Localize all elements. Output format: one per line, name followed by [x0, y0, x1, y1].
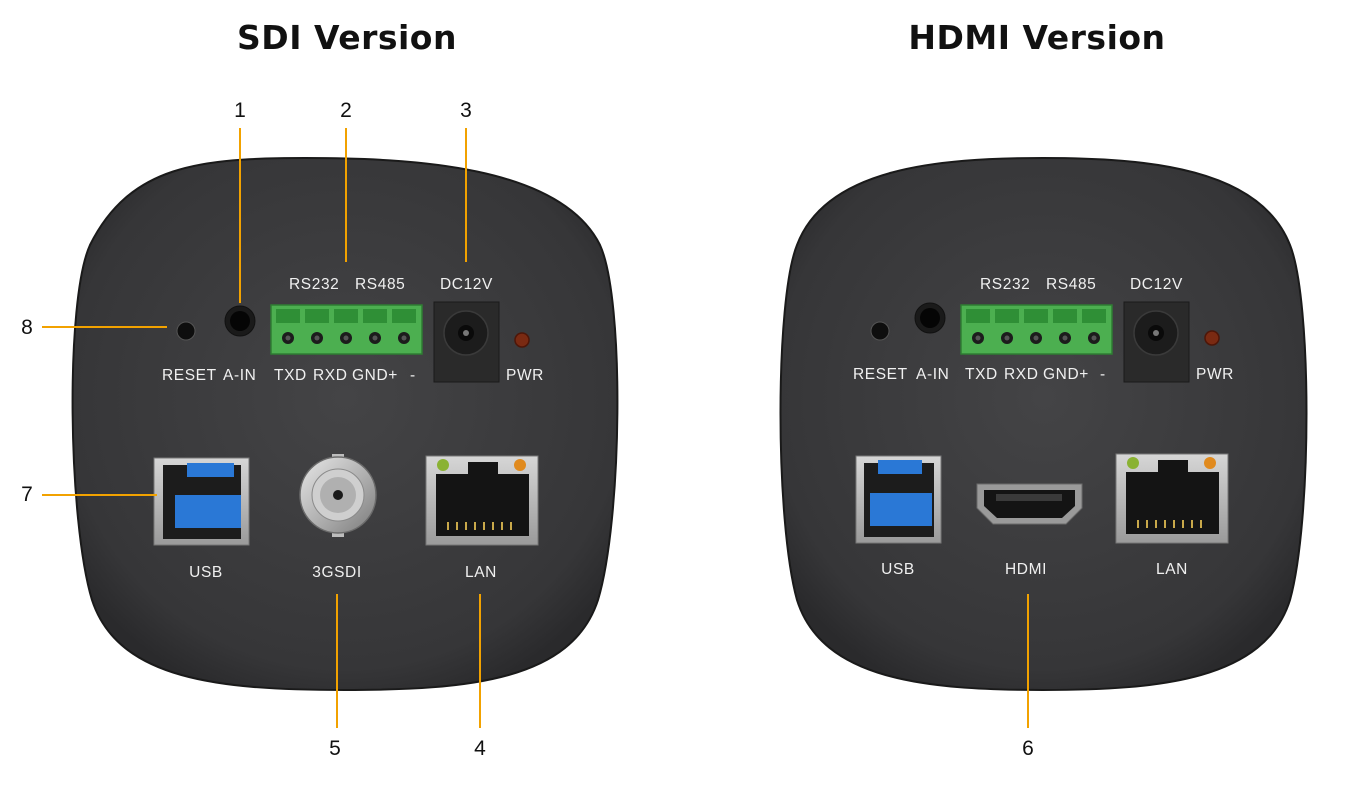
hdmi-reset-button[interactable]: [870, 321, 890, 341]
callout-number-1: 1: [234, 99, 246, 122]
hdmi-label-txd: TXD: [965, 366, 998, 383]
sdi-label-gnd: GND+: [352, 367, 398, 384]
hdmi-power-led: [1204, 330, 1220, 346]
callout-number-5: 5: [329, 737, 341, 760]
hdmi-label-lan: LAN: [1156, 561, 1188, 578]
hdmi-label-minus: -: [1100, 366, 1106, 383]
hdmi-label-dc12v: DC12V: [1130, 276, 1183, 293]
sdi-lan-port[interactable]: [425, 455, 539, 546]
sdi-camera-body: [71, 156, 619, 692]
sdi-reset-button[interactable]: [176, 321, 196, 341]
hdmi-label-ain: A-IN: [916, 366, 950, 383]
sdi-serial-terminal-block[interactable]: [270, 304, 423, 355]
callout-number-2: 2: [340, 99, 352, 122]
sdi-label-rxd: RXD: [313, 367, 348, 384]
callout-number-4: 4: [474, 737, 486, 760]
sdi-audio-in-jack[interactable]: [224, 305, 256, 337]
hdmi-label-usb: USB: [881, 561, 915, 578]
sdi-dc12v-power-jack[interactable]: [433, 301, 500, 383]
sdi-label-usb: USB: [189, 564, 223, 581]
sdi-version-title: SDI Version: [237, 18, 457, 57]
hdmi-label-rs232: RS232: [980, 276, 1031, 293]
sdi-label-rs485: RS485: [355, 276, 406, 293]
callout-number-3: 3: [460, 99, 472, 122]
sdi-label-lan: LAN: [465, 564, 497, 581]
hdmi-camera-body: [779, 156, 1308, 692]
sdi-label-minus: -: [410, 367, 416, 384]
hdmi-label-reset: RESET: [853, 366, 908, 383]
hdmi-usb-port[interactable]: [855, 455, 942, 544]
hdmi-lan-port[interactable]: [1115, 453, 1229, 544]
hdmi-label-pwr: PWR: [1196, 366, 1234, 383]
hdmi-label-rxd: RXD: [1004, 366, 1039, 383]
sdi-label-reset: RESET: [162, 367, 217, 384]
sdi-label-rs232: RS232: [289, 276, 340, 293]
callout-number-6: 6: [1022, 737, 1034, 760]
sdi-label-dc12v: DC12V: [440, 276, 493, 293]
callout-number-7: 7: [21, 483, 33, 506]
sdi-label-pwr: PWR: [506, 367, 544, 384]
sdi-label-ain: A-IN: [223, 367, 257, 384]
sdi-usb-port[interactable]: [153, 457, 250, 546]
hdmi-label-gnd: GND+: [1043, 366, 1089, 383]
sdi-power-led: [514, 332, 530, 348]
hdmi-output-port[interactable]: [976, 483, 1083, 525]
sdi-3gsdi-bnc-connector[interactable]: [299, 454, 377, 537]
hdmi-label-hdmi: HDMI: [1004, 561, 1048, 578]
hdmi-label-rs485: RS485: [1046, 276, 1097, 293]
sdi-label-3gsdi: 3GSDI: [312, 564, 362, 581]
hdmi-dc12v-power-jack[interactable]: [1123, 301, 1190, 383]
hdmi-version-title: HDMI Version: [908, 18, 1166, 57]
callout-number-8: 8: [21, 316, 33, 339]
sdi-label-txd: TXD: [274, 367, 307, 384]
hdmi-serial-terminal-block[interactable]: [960, 304, 1113, 355]
hdmi-audio-in-jack[interactable]: [914, 302, 946, 334]
